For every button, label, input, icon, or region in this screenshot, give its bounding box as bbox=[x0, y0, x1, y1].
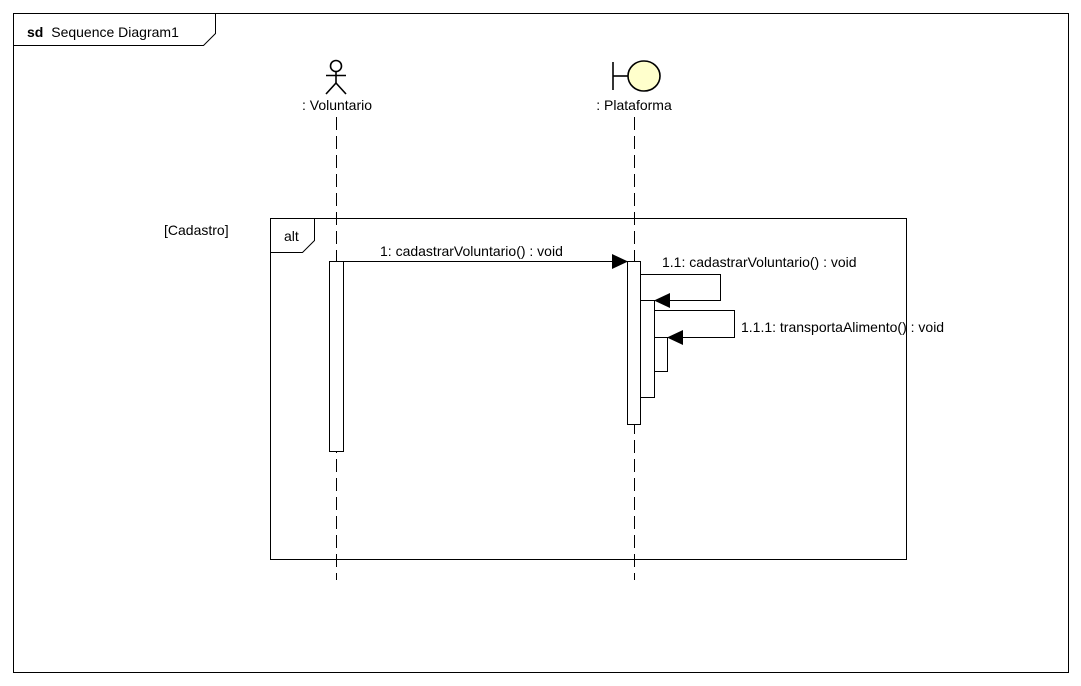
lifeline-plataforma[interactable]: : Plataforma bbox=[596, 60, 672, 580]
activation-bar-plataforma-nested-2 bbox=[654, 337, 668, 372]
activation-bar-plataforma bbox=[627, 261, 641, 425]
activation-bar-plataforma-nested bbox=[640, 300, 655, 398]
lifeline-label: : Plataforma bbox=[596, 97, 672, 113]
diagram-frame bbox=[13, 13, 1069, 673]
alt-fragment[interactable]: alt bbox=[270, 218, 907, 560]
message-label: 1.1.1: transportaAlimento() : void bbox=[741, 319, 944, 335]
message-label: 1: cadastrarVoluntario() : void bbox=[380, 243, 563, 259]
message-1[interactable]: 1: cadastrarVoluntario() : void bbox=[343, 243, 629, 269]
fragment-guard: [Cadastro] bbox=[164, 222, 229, 238]
frame-title: sd Sequence Diagram1 bbox=[27, 24, 179, 40]
message-line bbox=[655, 310, 735, 338]
message-label: 1.1: cadastrarVoluntario() : void bbox=[662, 254, 857, 270]
lifeline-label: : Voluntario bbox=[302, 97, 372, 113]
arrowhead-icon bbox=[667, 330, 683, 345]
message-line bbox=[641, 274, 721, 301]
frame-title-tab bbox=[13, 13, 216, 46]
message-1-1-1[interactable]: 1.1.1: transportaAlimento() : void bbox=[655, 310, 944, 346]
fragment-operator-tab bbox=[270, 218, 315, 253]
arrowhead-icon bbox=[654, 293, 670, 308]
boundary-icon bbox=[612, 60, 661, 92]
frame-keyword: sd bbox=[27, 24, 43, 40]
activation-bar-voluntario bbox=[329, 261, 344, 452]
arrowhead-icon bbox=[612, 254, 628, 269]
fragment-operator: alt bbox=[284, 228, 299, 244]
fragment-frame bbox=[270, 218, 907, 560]
message-1-1[interactable]: 1.1: cadastrarVoluntario() : void bbox=[641, 254, 857, 308]
actor-icon bbox=[325, 59, 347, 95]
frame-title-text: Sequence Diagram1 bbox=[51, 24, 179, 40]
